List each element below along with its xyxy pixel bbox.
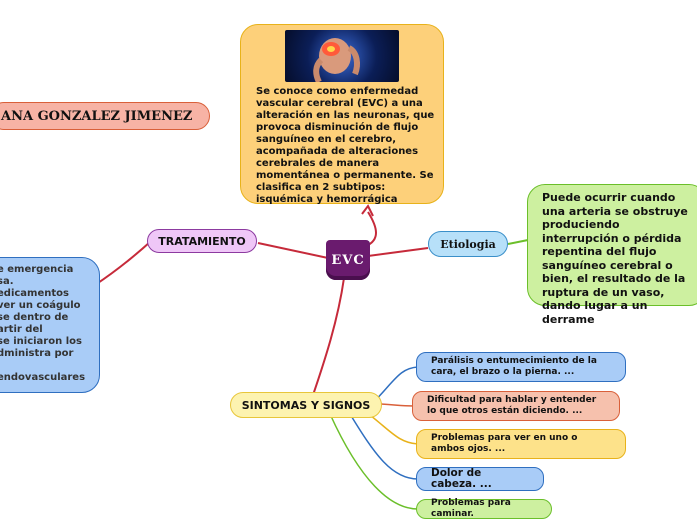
link-evc-etiologia (367, 247, 429, 257)
sintoma-item-paralisis[interactable]: Parálisis o entumecimiento de la cara, e… (416, 352, 626, 382)
brain-headache-image (285, 30, 399, 82)
link-evc-tratamiento (257, 242, 329, 259)
author-name-node[interactable]: ANA GONZALEZ JIMENEZ (0, 102, 210, 130)
tratamiento-label: TRATAMIENTO (158, 234, 246, 248)
tratamiento-line: se dentro de (0, 312, 69, 323)
sintoma-item-dolor[interactable]: Dolor de cabeza. ... (416, 467, 544, 491)
central-label: EVC (331, 252, 365, 268)
tratamiento-line: edicamentos (0, 288, 69, 299)
tratamiento-line: ver un coágulo (0, 300, 81, 311)
tratamiento-line: artir del (0, 324, 43, 335)
sintomas-node[interactable]: SINTOMAS Y SIGNOS (230, 392, 382, 418)
tratamiento-box[interactable]: e emergencia sa. edicamentos ver un coág… (0, 257, 100, 393)
sintoma-item-label: Dolor de cabeza. ... (431, 467, 492, 490)
link-etiologia-box (507, 239, 529, 245)
tratamiento-line: endovasculares (0, 372, 86, 383)
link-sintoma-5 (329, 413, 419, 510)
etiologia-label: Etiologia (440, 237, 496, 251)
link-sintoma-2 (379, 403, 415, 407)
definition-text: Se conoce como enfermedad vascular cereb… (256, 86, 435, 205)
sintoma-item-label: Problemas para caminar. (431, 498, 511, 519)
tratamiento-line: sa. (0, 276, 14, 287)
sintomas-label: SINTOMAS Y SIGNOS (241, 398, 371, 412)
author-name-label: ANA GONZALEZ JIMENEZ (1, 108, 193, 124)
tratamiento-line (0, 360, 99, 372)
sintoma-item-vision[interactable]: Problemas para ver en uno o ambos ojos. … (416, 429, 626, 459)
tratamiento-line: dministra por (0, 348, 74, 359)
central-node-evc[interactable]: EVC (326, 240, 370, 280)
tratamiento-node[interactable]: TRATAMIENTO (147, 229, 257, 253)
etiologia-box[interactable]: Puede ocurrir cuando una arteria se obst… (527, 184, 697, 326)
definition-box[interactable]: Se conoce como enfermedad vascular cereb… (240, 24, 444, 205)
link-tratamiento-box (94, 241, 151, 286)
link-sintoma-4 (349, 413, 419, 480)
sintoma-item-label: Parálisis o entumecimiento de la cara, e… (431, 356, 597, 377)
tratamiento-line: se iniciaron los (0, 336, 82, 347)
sintoma-item-label: Problemas para ver en uno o ambos ojos. … (431, 433, 578, 454)
sintoma-item-caminar[interactable]: Problemas para caminar. (416, 498, 552, 519)
sintoma-item-label: Dificultad para hablar y entender lo que… (427, 395, 597, 416)
sintoma-item-habla[interactable]: Dificultad para hablar y entender lo que… (412, 391, 620, 421)
tratamiento-line: e emergencia (0, 264, 74, 275)
etiologia-node[interactable]: Etiologia (428, 231, 508, 257)
arrow-head (361, 204, 374, 217)
link-evc-sintomas (311, 277, 345, 399)
etiologia-text: Puede ocurrir cuando una arteria se obst… (542, 191, 688, 326)
brain-icon (313, 38, 360, 82)
